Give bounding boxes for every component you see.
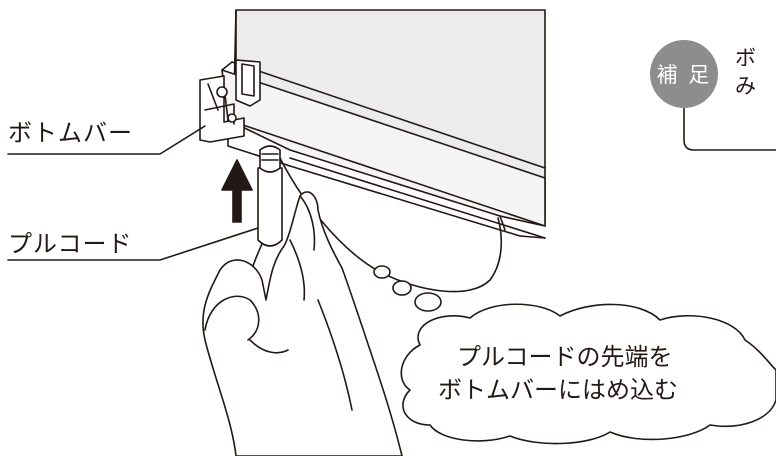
speech-bubble-line-2: ボトムバーにはめ込む <box>438 378 678 402</box>
note-text-line-2: み <box>735 76 756 97</box>
cord-bead <box>415 293 441 311</box>
note-text-line-1: ボ <box>735 48 756 69</box>
up-arrow <box>222 160 252 222</box>
pull-cord-label: プルコード <box>8 232 133 256</box>
speech-bubble-outline <box>401 304 776 443</box>
bottom-bar-label: ボトムバー <box>8 121 133 145</box>
speech-bubble-line-1: プルコードの先端を <box>457 345 673 369</box>
cord-bead <box>393 281 411 295</box>
cord-tip <box>258 168 282 246</box>
hand <box>203 192 402 456</box>
cord-bead <box>374 266 390 278</box>
supplement-badge: 補 足 <box>650 40 718 108</box>
